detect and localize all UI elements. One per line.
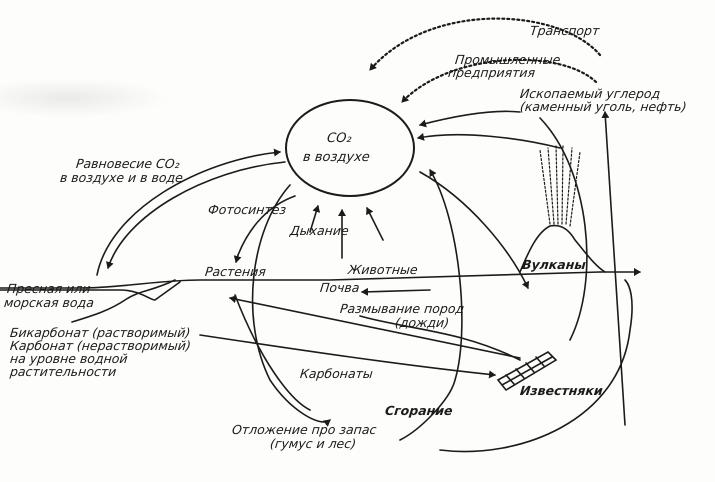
respiration-arrow-1 (309, 205, 321, 233)
co2-ellipse (285, 99, 415, 197)
volcano-to-co2-arrow (417, 132, 561, 149)
co2-label-line2: в воздухе (302, 150, 371, 165)
photosynthesis-label: Фотосинтез (207, 202, 287, 217)
water-curve (0, 281, 181, 301)
fossil-label-line2: (каменный уголь, нефть) (519, 99, 688, 114)
equilibrium-arrow-up (96, 148, 281, 276)
industry-arrow (400, 58, 598, 104)
equilibrium-label-line2: в воздухе и в воде (59, 170, 184, 185)
transport-label: Транспорт (529, 23, 601, 38)
fossil-return-arrow (419, 171, 530, 289)
erosion-label: Размывание пород (339, 301, 466, 316)
burning-loop (399, 169, 463, 441)
ground-line (0, 271, 601, 289)
volcano-eruption (539, 145, 581, 227)
burning-label: Сгорание (384, 403, 454, 418)
transport-arrow (368, 17, 602, 72)
bicarb-curve (71, 279, 176, 323)
erosion-arrow (359, 315, 521, 361)
equilibrium-label: Равновесие CO₂ (75, 156, 181, 171)
fossil-left-curve (539, 117, 588, 341)
carbonates-arrow (199, 334, 496, 379)
deposit-loop-left (251, 184, 331, 427)
deposit-label: Отложение про запас (231, 422, 378, 437)
respiration-arrow-3 (366, 207, 384, 241)
water-label: Пресная или (6, 281, 92, 296)
soil-arrow (361, 287, 431, 296)
volcanoes-label: Вулканы (521, 257, 587, 272)
water-label-line2: морская вода (3, 295, 95, 310)
limestone-block (496, 351, 558, 392)
carbonates-label: Карбонаты (299, 366, 374, 381)
limestone-label: Известняки (519, 383, 604, 398)
volcano (519, 224, 606, 273)
equilibrium-arrow-down (106, 161, 286, 269)
animals-label: Животные (347, 262, 419, 277)
co2-label: CO₂ (326, 131, 353, 146)
fossil-big-loop (439, 279, 633, 453)
industry-label-line2: предприятия (447, 65, 536, 80)
limestone-to-water (229, 295, 521, 359)
plants-down-arrow (234, 294, 311, 411)
photosynthesis-arrow (237, 195, 296, 256)
erosion-label-line2: (дожди) (394, 315, 450, 330)
soil-label: Почва (319, 280, 361, 295)
fossil-arc (419, 110, 521, 128)
respiration-label: Дыхание (289, 223, 350, 238)
fossil-right-arrow (601, 111, 626, 426)
bicarb-label-line4: растительности (9, 364, 118, 379)
plants-label: Растения (204, 264, 267, 279)
deposit-label-line2: (гумус и лес) (269, 436, 357, 451)
scan-artifact (0, 78, 170, 118)
